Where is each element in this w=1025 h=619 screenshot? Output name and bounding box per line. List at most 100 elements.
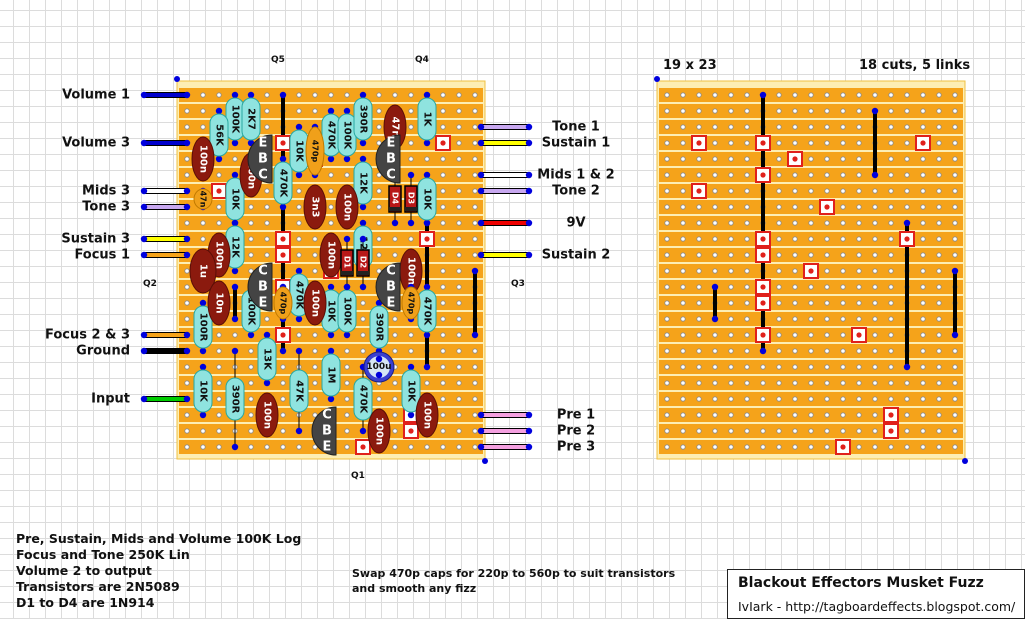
hole (856, 300, 862, 306)
hole (728, 348, 734, 354)
transistor-pin-label: C (386, 264, 396, 279)
hole (344, 172, 350, 178)
hole (312, 444, 318, 450)
hole (792, 428, 798, 434)
hole (872, 412, 878, 418)
solder-point (247, 91, 255, 99)
hole (824, 268, 830, 274)
hole (840, 364, 846, 370)
hole (696, 220, 702, 226)
hole (744, 412, 750, 418)
hole (376, 204, 382, 210)
swap-note: Swap 470p caps for 220p to 560p to suit … (352, 566, 675, 596)
wire-label-right: Sustain 2 (542, 248, 611, 263)
hole (680, 108, 686, 114)
hole (840, 348, 846, 354)
hole (936, 188, 942, 194)
hole (344, 428, 350, 434)
hole (744, 188, 750, 194)
hole (728, 332, 734, 338)
solder-point (327, 155, 335, 163)
track-cut-dot (408, 428, 414, 434)
solder-point (407, 171, 415, 179)
hole (840, 316, 846, 322)
hole (840, 108, 846, 114)
off-board-wire (480, 220, 530, 226)
off-board-wire (143, 252, 188, 258)
solder-point (215, 107, 223, 115)
capacitor-value: 100n (374, 417, 385, 445)
hole (680, 348, 686, 354)
hole (680, 124, 686, 130)
solder-point (423, 331, 431, 339)
hole (696, 92, 702, 98)
wire-end (183, 139, 191, 147)
hole (888, 108, 894, 114)
hole (376, 140, 382, 146)
hole (440, 236, 446, 242)
hole (408, 92, 414, 98)
hole (888, 284, 894, 290)
hole (744, 156, 750, 162)
resistor-value: 470K (326, 121, 337, 151)
hole (888, 172, 894, 178)
wire-end (183, 187, 191, 195)
wire-label-left: Focus 2 & 3 (45, 328, 130, 343)
hole (872, 348, 878, 354)
hole (312, 396, 318, 402)
link-end (423, 363, 431, 371)
resistor (321, 353, 341, 397)
hole (664, 108, 670, 114)
hole (792, 332, 798, 338)
hole (792, 188, 798, 194)
wire-label-left: Sustain 3 (61, 232, 130, 247)
hole (440, 428, 446, 434)
hole (456, 412, 462, 418)
wire-end (183, 251, 191, 259)
hole (264, 92, 270, 98)
hole (456, 204, 462, 210)
hole (840, 236, 846, 242)
wire-label-left: Input (91, 392, 130, 407)
resistor (417, 177, 437, 221)
hole (392, 444, 398, 450)
hole (856, 236, 862, 242)
hole (936, 268, 942, 274)
hole (312, 92, 318, 98)
hole (456, 316, 462, 322)
hole (856, 428, 862, 434)
hole (744, 252, 750, 258)
wire-end (525, 219, 533, 227)
hole (184, 300, 190, 306)
resistor-value: 100K (342, 297, 353, 327)
hole (760, 396, 766, 402)
link-end (711, 283, 719, 291)
hole (840, 140, 846, 146)
hole (872, 236, 878, 242)
corner-marker (482, 458, 488, 464)
hole (840, 92, 846, 98)
film-capacitor (189, 248, 217, 294)
hole (920, 332, 926, 338)
solder-point (295, 347, 303, 355)
hole (376, 172, 382, 178)
hole (840, 380, 846, 386)
track-cut-dot (856, 332, 862, 338)
hole (776, 188, 782, 194)
hole (760, 444, 766, 450)
hole (872, 220, 878, 226)
hole (200, 236, 206, 242)
hole (920, 108, 926, 114)
note-line: Focus and Tone 250K Lin (16, 547, 190, 562)
hole (680, 396, 686, 402)
hole (344, 92, 350, 98)
resistor (353, 377, 373, 421)
hole (776, 348, 782, 354)
hole (840, 268, 846, 274)
hole (744, 428, 750, 434)
hole (776, 332, 782, 338)
capacitor-value: 100n (262, 401, 273, 429)
hole (184, 108, 190, 114)
hole (952, 396, 958, 402)
hole (728, 188, 734, 194)
